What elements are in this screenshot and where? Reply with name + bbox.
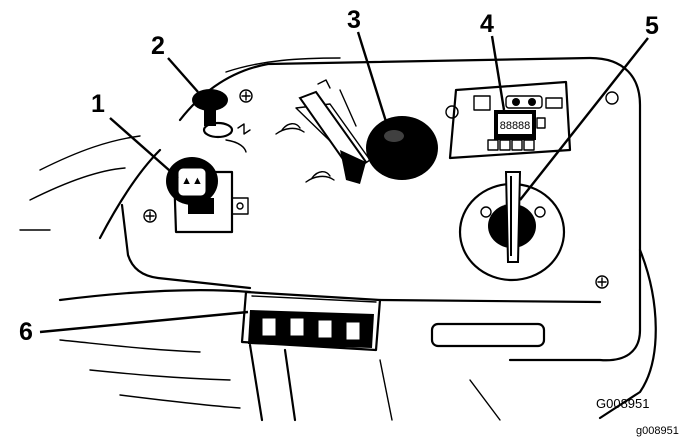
callout-2: 2 xyxy=(151,32,165,60)
leader-2 xyxy=(168,58,198,92)
hourglass-icon xyxy=(537,118,545,128)
callout-6: 6 xyxy=(19,318,33,346)
leader-6 xyxy=(40,312,248,332)
throttle-lever xyxy=(276,80,438,184)
run-icon xyxy=(535,207,545,217)
callout-1: 1 xyxy=(91,90,105,118)
dashboard-outline xyxy=(20,58,656,420)
figure-code: G008951 xyxy=(596,396,650,411)
callout-3: 3 xyxy=(347,6,361,34)
figure-code-small: g008951 xyxy=(636,425,679,437)
leader-lines xyxy=(40,32,648,332)
leader-4 xyxy=(492,36,504,110)
off-icon xyxy=(481,207,491,217)
callout-5: 5 xyxy=(645,12,659,40)
leader-5 xyxy=(520,38,648,200)
leader-3 xyxy=(358,32,388,128)
fuel-icon xyxy=(474,96,490,110)
meter-digits: 88888 xyxy=(500,120,531,132)
ignition-switch xyxy=(460,172,564,280)
switch-glyph: ▲▲ xyxy=(181,175,203,187)
pto-switch: ▲▲ xyxy=(166,157,248,232)
battery-icon xyxy=(546,98,562,108)
sun-icon xyxy=(232,198,248,214)
hour-meter-panel: 88888 xyxy=(450,82,570,158)
turtle-rabbit-icon xyxy=(318,80,330,88)
callout-4: 4 xyxy=(480,10,494,38)
